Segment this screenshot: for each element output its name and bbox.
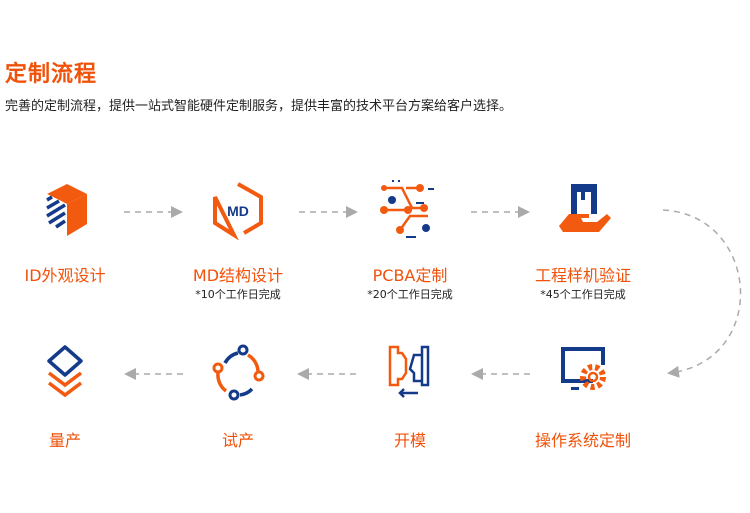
layers-icon xyxy=(47,345,83,398)
step-label: 工程样机验证 xyxy=(534,266,631,285)
step-label: ID外观设计 xyxy=(24,266,106,285)
step-label: 操作系统定制 xyxy=(534,431,631,450)
page-description: 完善的定制流程，提供一站式智能硬件定制服务，提供丰富的技术平台方案给客户选择。 xyxy=(5,99,513,114)
cube-icon xyxy=(46,184,87,236)
cycle-icon xyxy=(212,344,265,401)
step-duration: *10个工作日完成 xyxy=(195,288,281,301)
md-hexagon-icon: MD xyxy=(213,182,263,240)
step-label: 量产 xyxy=(48,431,81,450)
step-duration: *20个工作日完成 xyxy=(367,288,453,301)
step-duration: *45个工作日完成 xyxy=(540,288,626,301)
svg-text:MD: MD xyxy=(227,203,249,219)
mold-icon xyxy=(388,345,430,398)
circuit-icon xyxy=(380,180,434,238)
step-label: MD结构设计 xyxy=(192,266,284,285)
step-label: PCBA定制 xyxy=(372,266,448,285)
step-label: 开模 xyxy=(393,431,426,450)
page-title: 定制流程 xyxy=(5,62,98,87)
monitor-gear-icon xyxy=(561,347,606,390)
hand-box-icon xyxy=(559,184,611,232)
step-label: 试产 xyxy=(221,431,254,450)
arrow-curve xyxy=(662,209,742,378)
